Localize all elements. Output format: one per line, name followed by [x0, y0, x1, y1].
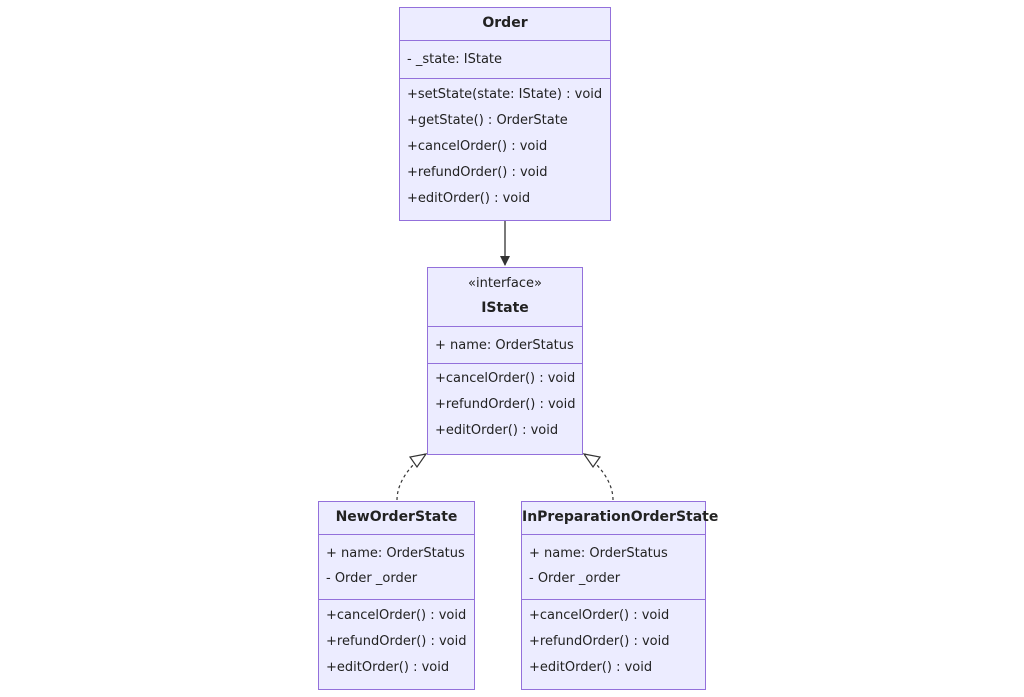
attribute: + name: OrderStatus [529, 546, 668, 561]
class-header: InPreparationOrderState [522, 502, 719, 535]
methods-section: +cancelOrder() : void +refundOrder() : v… [319, 600, 474, 685]
method: +refundOrder() : void [435, 397, 576, 412]
class-header: «interface» IState [428, 268, 582, 327]
class-order[interactable]: Order - _state: IState +setState(state: … [399, 7, 611, 221]
attributes-section: - _state: IState [400, 41, 610, 79]
class-name: NewOrderState [335, 509, 458, 525]
attribute: - Order _order [326, 571, 418, 586]
attribute: - _state: IState [407, 52, 503, 67]
method: +cancelOrder() : void [529, 608, 670, 623]
attributes-section: + name: OrderStatus [428, 327, 582, 364]
method: +getState() : OrderState [407, 113, 568, 128]
method: +editOrder() : void [529, 660, 653, 675]
method: +refundOrder() : void [407, 165, 548, 180]
class-header: NewOrderState [319, 502, 474, 535]
hollow-triangle-icon [408, 453, 428, 469]
hollow-triangle-icon [582, 453, 602, 469]
methods-section: +cancelOrder() : void +refundOrder() : v… [428, 364, 582, 448]
method: +cancelOrder() : void [407, 139, 548, 154]
method: +cancelOrder() : void [326, 608, 467, 623]
realization-neworderstate-istate [396, 453, 428, 501]
attributes-section: + name: OrderStatus - Order _order [319, 535, 474, 600]
attribute: - Order _order [529, 571, 621, 586]
methods-section: +setState(state: IState) : void +getStat… [400, 79, 610, 216]
method: +editOrder() : void [326, 660, 450, 675]
method: +cancelOrder() : void [435, 371, 576, 386]
class-name: Order [482, 15, 528, 31]
class-new-order-state[interactable]: NewOrderState + name: OrderStatus - Orde… [318, 501, 475, 690]
method: +editOrder() : void [407, 191, 531, 206]
class-istate[interactable]: «interface» IState + name: OrderStatus +… [427, 267, 583, 455]
realization-inpreparationorderstate-istate [582, 453, 614, 501]
class-header: Order [400, 8, 610, 41]
class-name: InPreparationOrderState [522, 509, 719, 525]
attributes-section: + name: OrderStatus - Order _order [522, 535, 705, 600]
method: +editOrder() : void [435, 423, 559, 438]
methods-section: +cancelOrder() : void +refundOrder() : v… [522, 600, 705, 685]
class-stereotype: «interface» [468, 276, 542, 291]
class-name: IState [481, 300, 529, 316]
method: +refundOrder() : void [326, 634, 467, 649]
method: +setState(state: IState) : void [407, 87, 603, 102]
class-in-preparation-order-state[interactable]: InPreparationOrderState + name: OrderSta… [521, 501, 719, 690]
attribute: + name: OrderStatus [435, 338, 574, 353]
attribute: + name: OrderStatus [326, 546, 465, 561]
method: +refundOrder() : void [529, 634, 670, 649]
